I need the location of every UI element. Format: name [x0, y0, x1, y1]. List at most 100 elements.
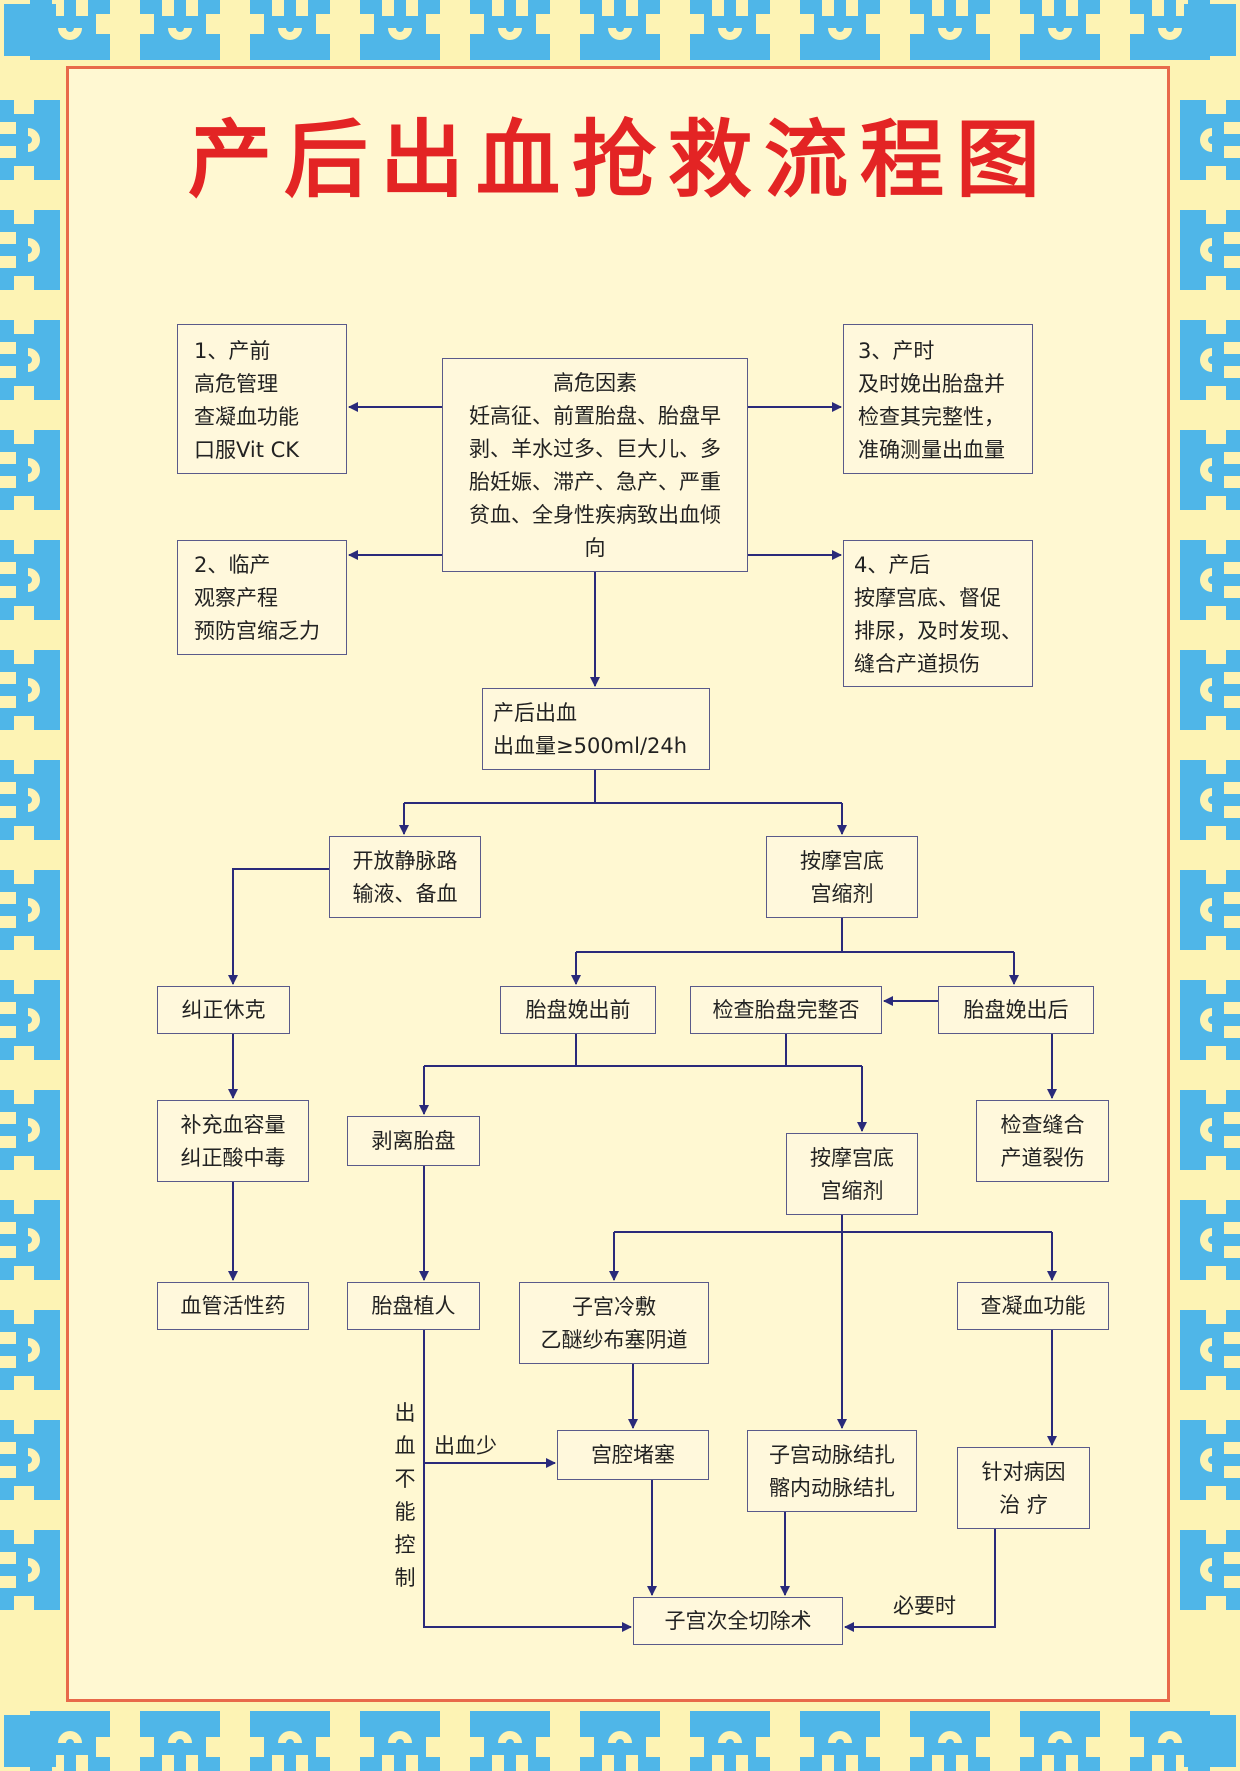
coagulation-box: 查凝血功能 — [957, 1282, 1109, 1330]
border-motif — [0, 980, 60, 1060]
border-motif — [1180, 1420, 1240, 1500]
uncontrolled-label-char: 血 — [394, 1434, 416, 1458]
placenta-accreta-box-line-1: 胎盘植人 — [371, 1294, 456, 1318]
border-motif — [0, 540, 60, 620]
uncontrolled-label-char: 控 — [394, 1533, 416, 1557]
uncontrolled-bleeding-label: 出血不能控制 — [391, 1397, 419, 1595]
border-motif — [470, 0, 550, 60]
risk-factors-box-line-4: 胎妊娠、滞产、急产、严重 — [469, 470, 721, 494]
border-motif — [0, 1420, 60, 1500]
arrow-cause-to-hysterectomy — [844, 1529, 996, 1632]
border-motif — [0, 1200, 60, 1280]
border-motif — [1180, 870, 1240, 950]
border-motif — [1180, 1200, 1240, 1280]
border-motif — [140, 0, 220, 60]
border-motif — [0, 320, 60, 400]
uncontrolled-label-char: 出 — [394, 1401, 416, 1425]
risk-factors-box-line-6: 向 — [584, 536, 606, 560]
border-motif — [0, 760, 60, 840]
border-motif — [0, 1090, 60, 1170]
arrow-accreta-to-hysterectomy — [423, 1330, 632, 1632]
hysterectomy-box: 子宫次全切除术 — [633, 1597, 843, 1645]
volume-box-line-2: 纠正酸中毒 — [180, 1146, 286, 1170]
uncontrolled-label-char: 不 — [394, 1467, 416, 1491]
artery-ligation-box: 子宫动脉结扎髂内动脉结扎 — [747, 1430, 917, 1512]
cold-compress-box: 子宫冷敷乙醚纱布塞阴道 — [519, 1282, 709, 1364]
massage-box-1: 按摩宫底宫缩剂 — [766, 836, 918, 918]
after-placenta-box-line-1: 胎盘娩出后 — [963, 998, 1069, 1022]
before-placenta-box-line-1: 胎盘娩出前 — [525, 998, 631, 1022]
less-bleeding-label: 出血少 — [434, 1434, 497, 1458]
border-motif — [580, 1711, 660, 1771]
artery-ligation-box-line-1: 子宫动脉结扎 — [769, 1443, 895, 1467]
when-needed-label: 必要时 — [893, 1594, 956, 1618]
border-motif — [1180, 540, 1240, 620]
border-motif — [910, 1711, 990, 1771]
border-motif — [1020, 1711, 1100, 1771]
shock-box-line-1: 纠正休克 — [181, 998, 266, 1022]
border-corner — [1184, 1715, 1236, 1767]
artery-ligation-box-line-2: 髂内动脉结扎 — [769, 1476, 895, 1500]
arrow-iv-to-shock — [228, 868, 329, 985]
vasoactive-box: 血管活性药 — [157, 1282, 309, 1330]
page-title: 产后出血抢救流程图 — [187, 111, 1052, 209]
border-motif — [800, 1711, 880, 1771]
border-corner — [4, 4, 56, 56]
delivery-box-line-1: 3、产时 — [858, 339, 935, 363]
border-motif — [140, 1711, 220, 1771]
antenatal-box-line-2: 高危管理 — [194, 372, 278, 396]
cause-treatment-box: 针对病因治 疗 — [957, 1447, 1090, 1529]
suture-box-line-1: 检查缝合 — [1000, 1113, 1085, 1137]
before-placenta-box: 胎盘娩出前 — [500, 986, 656, 1034]
pph-box-line-2: 出血量≥500ml/24h — [493, 734, 688, 758]
shock-box: 纠正休克 — [157, 986, 290, 1034]
risk-factors-box-line-5: 贫血、全身性疾病致出血倾 — [469, 503, 721, 527]
pph-box-line-1: 产后出血 — [493, 701, 577, 725]
border-corner — [1184, 4, 1236, 56]
massage-box-2: 按摩宫底宫缩剂 — [786, 1133, 918, 1215]
check-placenta-box: 检查胎盘完整否 — [690, 986, 882, 1034]
border-motif — [0, 210, 60, 290]
uterine-packing-box-line-1: 宫腔堵塞 — [591, 1443, 675, 1467]
border-motif — [1180, 100, 1240, 180]
border-motif — [800, 0, 880, 60]
border-motif — [1180, 430, 1240, 510]
border-corner — [4, 1715, 56, 1767]
delivery-box-line-2: 及时娩出胎盘并 — [858, 372, 1005, 396]
suture-box-line-2: 产道裂伤 — [1000, 1146, 1085, 1170]
massage-box-2-line-1: 按摩宫底 — [810, 1146, 894, 1170]
border-motif — [250, 0, 330, 60]
cold-compress-box-line-1: 子宫冷敷 — [572, 1295, 656, 1319]
antenatal-box-line-3: 查凝血功能 — [194, 405, 299, 429]
border-motif — [1180, 1090, 1240, 1170]
border-motif — [1180, 210, 1240, 290]
peel-placenta-box: 剥离胎盘 — [347, 1116, 480, 1166]
labor-box-line-3: 预防宫缩乏力 — [194, 619, 320, 643]
cold-compress-box-line-2: 乙醚纱布塞阴道 — [540, 1328, 688, 1352]
labor-box: 2、临产观察产程预防宫缩乏力 — [177, 540, 347, 655]
border-motif — [360, 0, 440, 60]
delivery-box: 3、产时及时娩出胎盘并检查其完整性，准确测量出血量 — [843, 324, 1033, 474]
border-motif — [910, 0, 990, 60]
border-motif — [0, 1310, 60, 1390]
postnatal-box-line-2: 按摩宫底、督促 — [854, 586, 1001, 610]
antenatal-box-line-1: 1、产前 — [194, 339, 271, 363]
delivery-box-line-4: 准确测量出血量 — [858, 438, 1005, 462]
peel-placenta-box-line-1: 剥离胎盘 — [371, 1129, 456, 1153]
border-motif — [470, 1711, 550, 1771]
hysterectomy-box-line-1: 子宫次全切除术 — [664, 1609, 812, 1633]
massage-box-1-line-2: 宫缩剂 — [810, 882, 874, 906]
postnatal-box-line-3: 排尿，及时发现、 — [854, 619, 1022, 643]
coagulation-box-line-1: 查凝血功能 — [980, 1294, 1086, 1318]
after-placenta-box: 胎盘娩出后 — [938, 986, 1094, 1034]
uterine-packing-box: 宫腔堵塞 — [557, 1430, 709, 1480]
postnatal-box-line-1: 4、产后 — [854, 553, 931, 577]
border-motif — [1020, 0, 1100, 60]
volume-box: 补充血容量纠正酸中毒 — [157, 1100, 309, 1182]
iv-box-line-2: 输液、备血 — [352, 882, 458, 906]
border-motif — [1180, 1310, 1240, 1390]
border-motif — [1180, 1530, 1240, 1610]
antenatal-box: 1、产前高危管理查凝血功能口服Vit CK — [177, 324, 347, 474]
iv-box: 开放静脉路输液、备血 — [329, 836, 481, 918]
